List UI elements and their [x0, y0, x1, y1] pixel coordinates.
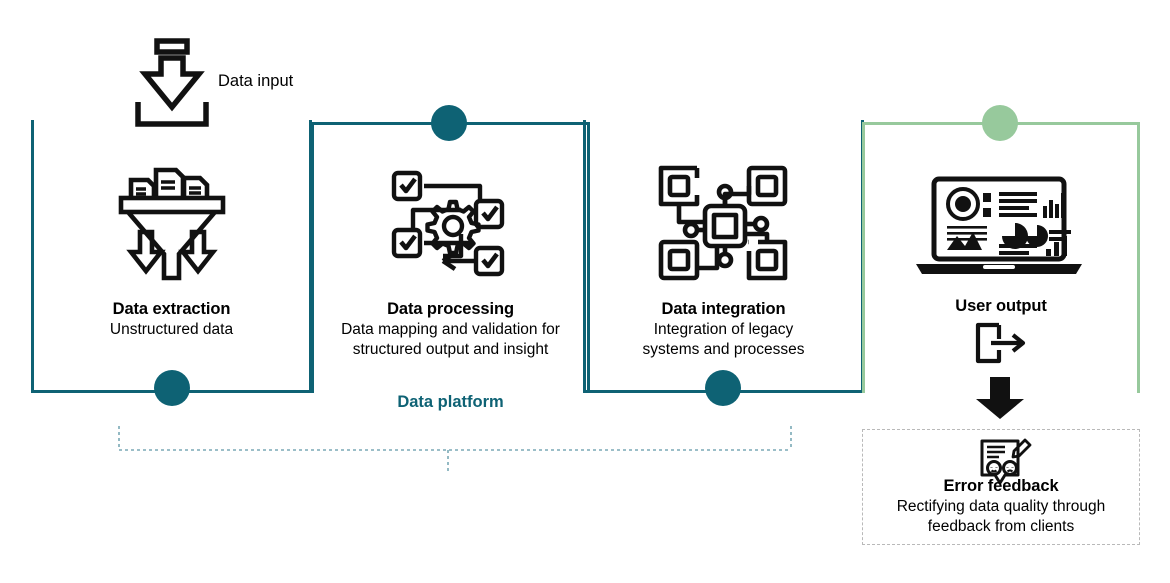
data-platform-brace [110, 424, 800, 484]
error-feedback-box [862, 429, 1140, 545]
funnel-documents-icon [118, 162, 226, 284]
stage-subtitle-line2: systems and processes [642, 340, 805, 358]
stage-title: Data integration [661, 300, 786, 318]
stage-text-data-integration: Data integration Integration of legacy s… [583, 299, 864, 360]
stage-subtitle-line1: Data mapping and validation for [341, 321, 560, 339]
feedback-subtitle-line1: Rectifying data quality through [896, 498, 1106, 516]
stage-title: User output [955, 297, 1047, 315]
down-arrow-icon [974, 375, 1026, 420]
stage-text-data-processing: Data processing Data mapping and validat… [307, 299, 594, 360]
stage-subtitle: Unstructured data [109, 321, 234, 339]
stage-subtitle-line2: structured output and insight [352, 340, 549, 358]
stage-subtitle-line1: Integration of legacy [653, 321, 794, 339]
network-nodes-icon [655, 162, 791, 282]
stage-text-data-extraction: Data extraction Unstructured data [31, 299, 312, 340]
data-input-label: Data input [218, 72, 294, 90]
feedback-bubble-icon [976, 437, 1032, 489]
error-feedback-text: Error feedback Rectifying data quality t… [862, 476, 1140, 537]
connector-dot-integration [705, 370, 741, 406]
stage-title: Data processing [387, 300, 514, 318]
feedback-subtitle-line2: feedback from clients [927, 517, 1075, 535]
export-arrow-icon [975, 322, 1027, 364]
connector-dot-user-output [982, 105, 1018, 141]
stage-text-user-output: User output [862, 296, 1140, 317]
gear-workflow-checklist-icon [391, 168, 509, 278]
data-platform-label: Data platform [397, 393, 504, 411]
connector-dot-processing [431, 105, 467, 141]
feedback-title: Error feedback [943, 477, 1059, 495]
stage-title: Data extraction [112, 300, 231, 318]
connector-dot-extraction [154, 370, 190, 406]
download-tray-icon [130, 38, 214, 127]
laptop-dashboard-icon [913, 176, 1085, 280]
